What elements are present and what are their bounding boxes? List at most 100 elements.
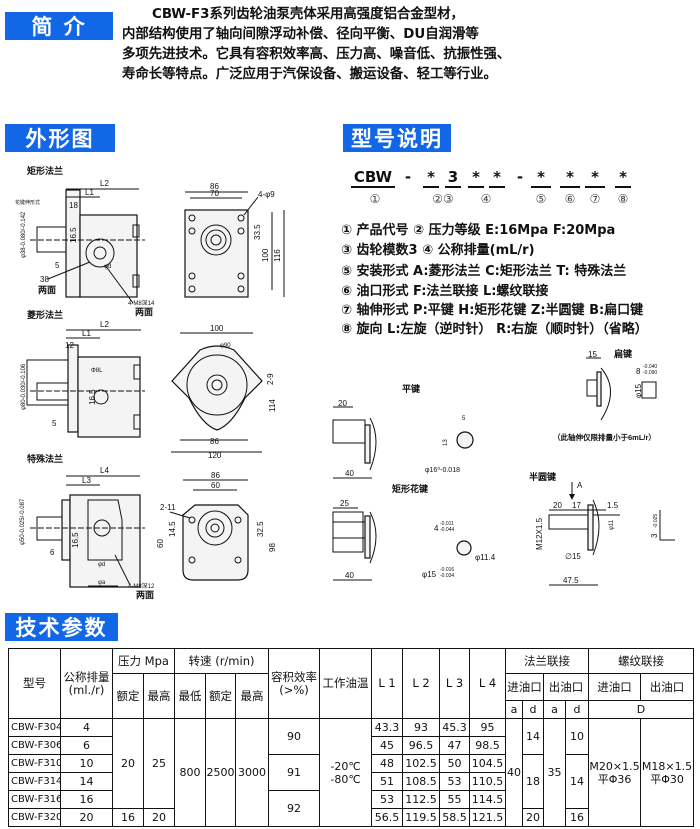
tol-15a: -0.016 xyxy=(440,567,454,573)
diamond-flange-title: 菱形法兰 xyxy=(27,309,63,320)
dim-47-5: 47.5 xyxy=(563,576,579,585)
cell-model: CBW-F304 xyxy=(8,718,61,737)
cell-speed-rated: 2500 xyxy=(205,718,236,827)
special-flange-front-view: 86 60 2-11 32.5 14.5 60 98 xyxy=(156,471,277,581)
dim-holes: 2-11 xyxy=(160,503,176,512)
label-both-sides: 两面 xyxy=(135,307,153,317)
cell-disp: 16 xyxy=(60,790,113,809)
cell-L3: 50 xyxy=(439,754,471,773)
cell-L3: 47 xyxy=(439,736,471,755)
dim-25: 25 xyxy=(340,499,349,508)
cell-max-pressure: 25 xyxy=(143,718,175,809)
dim-16-5: 16.5 xyxy=(69,227,78,243)
cell-L1: 43.3 xyxy=(371,718,404,737)
cell-L1: 45 xyxy=(371,736,404,755)
cell-inlet-d: 20 xyxy=(522,808,545,827)
col-flange: 法兰联接 xyxy=(505,648,590,674)
tol-8a: -0.040 xyxy=(643,364,657,370)
cell-L1: 48 xyxy=(371,754,404,773)
flat-key-shaft: 平键 20 40 5 13 φ16⁰-0.018 xyxy=(332,383,474,479)
code-marker: ⑤ xyxy=(535,192,547,206)
cell-outlet-a: 35 xyxy=(543,718,567,827)
col-flange-outlet: 出油口 xyxy=(543,673,590,701)
intro-line: 多项先进技术。它具有容积效率高、压力高、噪音低、抗振性强、 xyxy=(122,47,511,62)
woodruff-key-shaft: 半圆键 A 20 17 1.5 M12X1.5 φ11 ∅15 47.5 3 -… xyxy=(529,471,675,586)
col-speed-min: 最低 xyxy=(174,673,206,719)
code-marker: ②③ xyxy=(432,192,454,206)
dim-18: 18 xyxy=(69,201,78,210)
code-marker: ⑥ xyxy=(564,192,576,206)
cell-speed-min: 800 xyxy=(174,718,206,827)
col-L3: L 3 xyxy=(439,648,471,719)
spline-shaft: 矩形花键 25 40 4 -0.011 -0.044 φ11.4 φ15 -0.… xyxy=(332,483,496,581)
thread-inlet-face: 平Φ36 xyxy=(597,772,632,786)
cell-eff: 92 xyxy=(268,790,321,827)
cell-disp: 6 xyxy=(60,736,113,755)
woodruff-title: 半圆键 xyxy=(529,471,557,482)
col-thread-inlet: 进油口 xyxy=(588,673,642,701)
thread-outlet-face: 平Φ30 xyxy=(650,772,684,786)
dim-16-5: 16.5 xyxy=(88,389,97,405)
cell-L2: 108.5 xyxy=(402,772,441,791)
cell-L4: 95 xyxy=(469,718,507,737)
dim-phi11-4: φ11.4 xyxy=(475,553,496,562)
cell-L3: 58.5 xyxy=(439,808,471,827)
dim-5: 5 xyxy=(462,416,466,422)
cell-inlet-a: 40 xyxy=(505,718,524,827)
intro-text: CBW-F3系列齿轮油泵壳体采用高强度铝合金型材， 内部结构使用了轴向间隙浮动补… xyxy=(122,5,510,85)
col-efficiency-unit: (>%) xyxy=(279,682,309,697)
dim-4: 4 xyxy=(434,524,439,533)
dim-L4: L4 xyxy=(100,466,109,475)
dim-20: 20 xyxy=(553,501,562,510)
code-part: * xyxy=(585,168,605,188)
col-outlet-d: d xyxy=(565,700,590,719)
cell-L4: 114.5 xyxy=(469,790,507,809)
model-line: ⑧ 旋向 L:左旋（逆时针） R:右旋（顺时针）（省略） xyxy=(341,322,648,337)
col-model: 型号 xyxy=(8,648,61,719)
tol-3: -0.025 xyxy=(653,514,659,528)
intro-line: 寿命长等特点。广泛应用于汽保设备、搬运设备、轻工等行业。 xyxy=(122,67,497,82)
tol-8b: -0.090 xyxy=(643,370,657,376)
col-speed: 转速 (r/min) xyxy=(173,648,270,674)
diamond-flange-side-view: 菱形法兰 L2 L1 12 φ80-0.030/-0.106 Φ8L 16.5 … xyxy=(21,309,145,438)
dim-13: 13 xyxy=(443,439,449,446)
dim-L1: L1 xyxy=(85,188,94,197)
cell-inlet-d: 14 xyxy=(522,718,545,755)
col-thread: 螺纹联接 xyxy=(588,648,695,674)
cell-outlet-d: 10 xyxy=(565,718,590,755)
code-marker: ④ xyxy=(480,192,492,206)
dim-98: 98 xyxy=(268,543,277,552)
code-part: 3 xyxy=(445,168,461,188)
col-outlet-a: a xyxy=(543,700,567,719)
cell-L3: 53 xyxy=(439,772,471,791)
cell-inlet-d: 18 xyxy=(522,754,545,809)
dim-L3: L3 xyxy=(82,476,91,485)
dim-3: 3 xyxy=(650,533,659,538)
cell-disp: 4 xyxy=(60,718,113,737)
col-pressure-rated: 额定 xyxy=(112,673,144,719)
dim-dia: φ80-0.030/-0.106 xyxy=(21,363,27,410)
rect-flange-front-view: 86 70 4-φ9 33.5 100 116 xyxy=(184,182,285,298)
col-inlet-d: d xyxy=(522,700,545,719)
dim-5: 5 xyxy=(52,419,57,428)
intro-line: 内部结构使用了轴向间隙浮动补偿、径向平衡、DU自润滑等 xyxy=(122,27,479,42)
dim-phi15: ∅15 xyxy=(565,552,581,561)
code-part: * xyxy=(468,168,484,188)
code-part: - xyxy=(404,168,412,186)
col-efficiency-label: 容积效率 xyxy=(271,669,318,684)
label-phid: φd xyxy=(98,562,105,568)
code-part: * xyxy=(560,168,580,188)
cell-L1: 51 xyxy=(371,772,404,791)
cell-disp: 20 xyxy=(60,808,113,827)
cell-model: CBW-F314 xyxy=(8,772,61,791)
cell-L2: 96.5 xyxy=(402,736,441,755)
dim-phi11: φ11 xyxy=(609,519,615,530)
rect-flange-title: 矩形法兰 xyxy=(26,165,63,176)
cell-L4: 98.5 xyxy=(469,736,507,755)
model-line: ⑦ 轴伸形式 P:平键 H:矩形花键 Z:半圆键 B:扁口键 xyxy=(341,303,644,318)
cell-L2: 102.5 xyxy=(402,754,441,773)
tol-4b: -0.044 xyxy=(440,527,454,533)
flat-cut-shaft: 扁键 15 8 -0.040 -0.090 φ15 （此轴伸仅限排量小于6mL/… xyxy=(553,348,657,442)
col-speed-max: 最高 xyxy=(234,673,270,719)
